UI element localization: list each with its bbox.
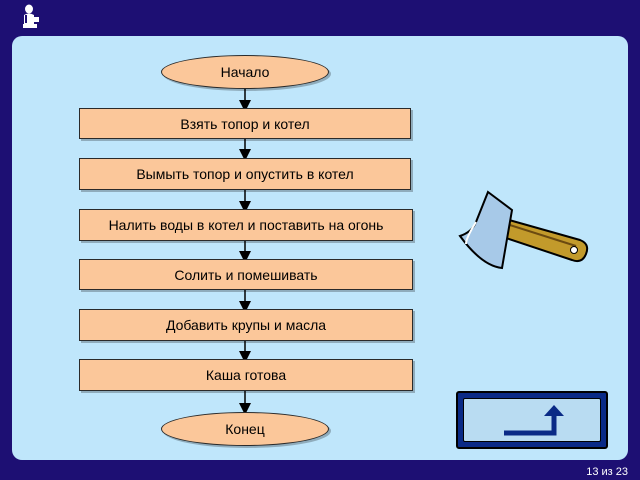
return-arrow-icon <box>504 405 564 436</box>
flow-start: Начало <box>161 55 329 89</box>
axe-icon <box>458 190 589 270</box>
reader-figure-icon <box>23 4 39 28</box>
flow-end: Конец <box>161 412 329 446</box>
flow-step-1: Взять топор и котел <box>79 108 411 139</box>
return-button-face[interactable] <box>463 398 601 442</box>
flow-step-2: Вымыть топор и опустить в котел <box>79 158 411 190</box>
page-indicator: 13 из 23 <box>586 466 628 478</box>
flow-step-5: Добавить крупы и масла <box>79 309 413 341</box>
flow-step-3: Налить воды в котел и поставить на огонь <box>79 209 413 241</box>
flow-step-6: Каша готова <box>79 359 413 391</box>
return-button[interactable] <box>456 391 608 449</box>
flow-step-4: Солить и помешивать <box>79 259 413 290</box>
